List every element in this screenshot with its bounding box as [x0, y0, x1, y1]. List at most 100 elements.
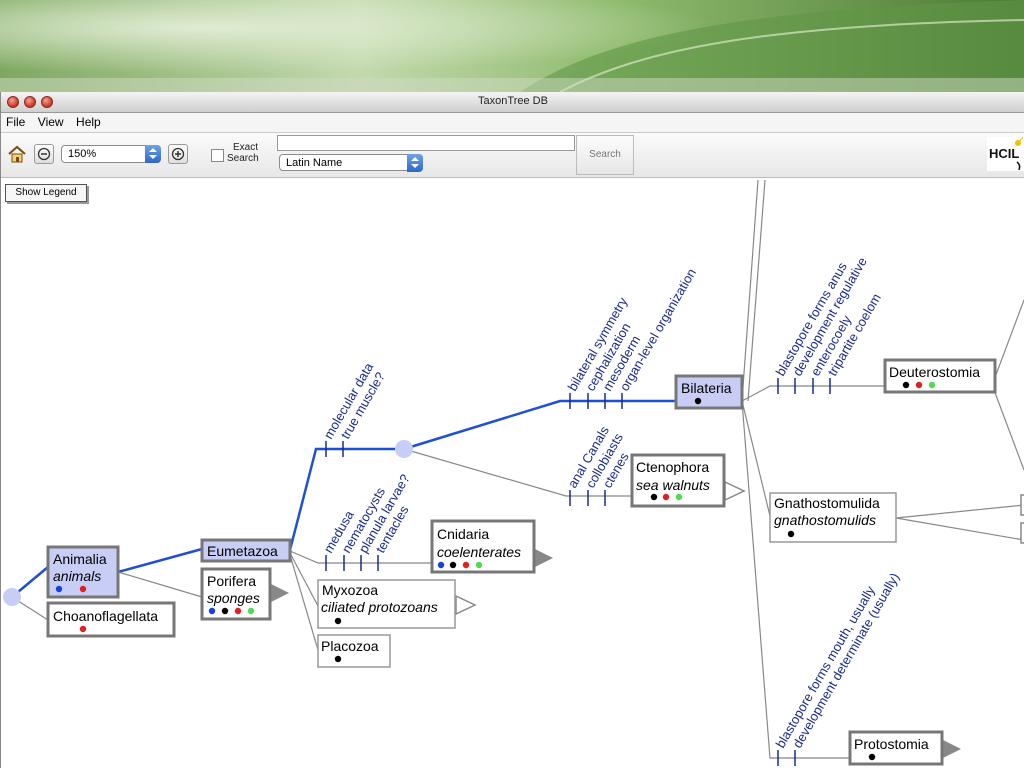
dot-red-icon — [662, 493, 670, 501]
taxon-porifera[interactable]: Porifera sponges — [200, 567, 272, 621]
taxon-box — [46, 601, 176, 638]
taxon-common-name: coelenterates — [437, 544, 521, 560]
taxon-box — [848, 730, 944, 766]
taxon-name: Bilateria — [681, 380, 732, 396]
zoom-window-icon[interactable] — [41, 96, 53, 108]
trait-ticks — [325, 378, 831, 766]
taxon-name: Eumetazoa — [207, 543, 278, 559]
edge-bilateria-protostomia — [741, 400, 850, 759]
taxon-name: Animalia — [53, 551, 107, 567]
edge-deuterostomia-children — [993, 299, 1024, 471]
trait-label: blastopore forms mouth, usually — [773, 583, 878, 751]
edge-eumetazoa-internal — [288, 447, 404, 551]
zoom-in-icon — [171, 147, 185, 161]
search-input[interactable] — [277, 135, 575, 151]
close-window-icon[interactable] — [7, 96, 19, 108]
zoom-value: 150% — [68, 148, 97, 160]
zoom-out-icon — [37, 147, 51, 161]
taxon-name: Choanoflagellata — [53, 608, 158, 624]
taxon-box — [674, 374, 744, 410]
hcil-logo: HCIL — [987, 136, 1024, 171]
menu-view[interactable]: View — [37, 115, 64, 129]
dot-red-icon — [915, 381, 923, 389]
root-node-icon[interactable] — [3, 588, 21, 606]
collapse-triangles — [271, 480, 961, 758]
exact-search-checkbox[interactable] — [211, 149, 224, 162]
taxon-placozoa[interactable]: Placozoa — [317, 634, 391, 668]
expand-porifera-icon[interactable] — [271, 584, 289, 602]
taxon-myxozoa[interactable]: Myxozoa ciliated protozoans — [317, 579, 456, 629]
taxon-gnathostomulida[interactable]: Gnathostomulida gnathostomulids — [769, 492, 897, 543]
taxon-eumetazoa[interactable]: Eumetazoa — [200, 538, 292, 563]
taxon-protostomia[interactable]: Protostomia — [848, 730, 944, 766]
taxon-common-name: animals — [53, 568, 101, 584]
edge-gnathostomulida-children — [895, 504, 1024, 541]
expand-cnidaria-icon[interactable] — [535, 549, 553, 567]
exact-label-line1: Exact — [233, 142, 259, 153]
taxon-box — [430, 519, 536, 574]
dot-black-icon — [694, 397, 702, 405]
edge-offscreen-top — [741, 179, 766, 402]
zoom-stepper-icon[interactable] — [145, 145, 161, 163]
hcil-logo-text: HCIL — [989, 146, 1019, 161]
taxon-choanoflagellata[interactable]: Choanoflagellata — [46, 601, 176, 638]
edge-eumetazoa-myxozoa — [289, 552, 319, 607]
trait-label: development determinate (usually) — [790, 570, 903, 750]
dot-green-icon — [675, 493, 683, 501]
dot-black-icon — [449, 561, 457, 569]
taxon-animalia[interactable]: Animalia animals — [46, 545, 120, 599]
menu-bar: File View Help — [1, 113, 1024, 133]
minimize-window-icon[interactable] — [24, 96, 36, 108]
internal-node-icon[interactable] — [395, 440, 413, 458]
taxon-name: Cnidaria — [437, 526, 489, 542]
app-window: TaxonTree DB File View Help 150% Exact S… — [0, 92, 1024, 768]
dot-black-icon — [868, 753, 876, 761]
taxon-deuterostomia[interactable]: Deuterostomia — [883, 358, 997, 394]
dot-red-icon — [79, 585, 87, 593]
window-title: TaxonTree DB — [478, 95, 548, 107]
leaf-banner-image — [0, 0, 1024, 92]
dot-black-icon — [902, 381, 910, 389]
dot-green-icon — [247, 607, 255, 615]
taxon-name: Gnathostomulida — [774, 495, 880, 511]
home-icon[interactable] — [7, 144, 27, 164]
dot-black-icon — [650, 493, 658, 501]
dot-blue-icon — [55, 585, 63, 593]
zoom-select[interactable]: 150% — [61, 145, 161, 163]
dot-blue-icon — [208, 607, 216, 615]
taxon-common-name: gnathostomulids — [774, 512, 876, 528]
expand-myxozoa-icon[interactable] — [455, 594, 477, 616]
search-field-select[interactable]: Latin Name — [279, 154, 423, 172]
search-button[interactable]: Search — [576, 135, 634, 175]
taxon-bilateria[interactable]: Bilateria — [674, 374, 744, 410]
taxon-common-name: ciliated protozoans — [321, 599, 438, 615]
dot-blue-icon — [437, 561, 445, 569]
taxon-name: Ctenophora — [636, 459, 709, 475]
dot-red-icon — [234, 607, 242, 615]
title-bar: TaxonTree DB — [1, 92, 1024, 113]
search-field-stepper-icon[interactable] — [407, 154, 423, 172]
taxon-name: Protostomia — [854, 736, 929, 752]
tree-edges — [11, 179, 1024, 759]
dot-green-icon — [928, 381, 936, 389]
taxon-name: Myxozoa — [322, 582, 378, 598]
edge-internal-bilateria — [403, 399, 676, 451]
dot-red-icon — [79, 625, 87, 633]
dot-green-icon — [475, 561, 483, 569]
edge-bilateria-deuterostomia — [741, 385, 885, 402]
hcil-logo-graphic: HCIL — [989, 136, 1024, 171]
expand-protostomia-icon[interactable] — [943, 740, 961, 758]
expand-ctenophora-icon[interactable] — [724, 480, 746, 502]
dot-black-icon — [334, 655, 342, 663]
zoom-out-button[interactable] — [34, 144, 54, 164]
offscreen-taxon-box — [1020, 522, 1024, 544]
show-legend-button[interactable]: Show Legend — [5, 184, 87, 202]
zoom-in-button[interactable] — [168, 144, 188, 164]
taxon-common-name: sponges — [207, 590, 260, 606]
menu-help[interactable]: Help — [76, 115, 101, 129]
taxon-name: Porifera — [207, 573, 256, 589]
taxon-cnidaria[interactable]: Cnidaria coelenterates — [430, 519, 536, 574]
menu-file[interactable]: File — [6, 115, 26, 129]
taxon-ctenophora[interactable]: Ctenophora sea walnuts — [630, 453, 726, 508]
taxon-name: Deuterostomia — [889, 364, 980, 380]
